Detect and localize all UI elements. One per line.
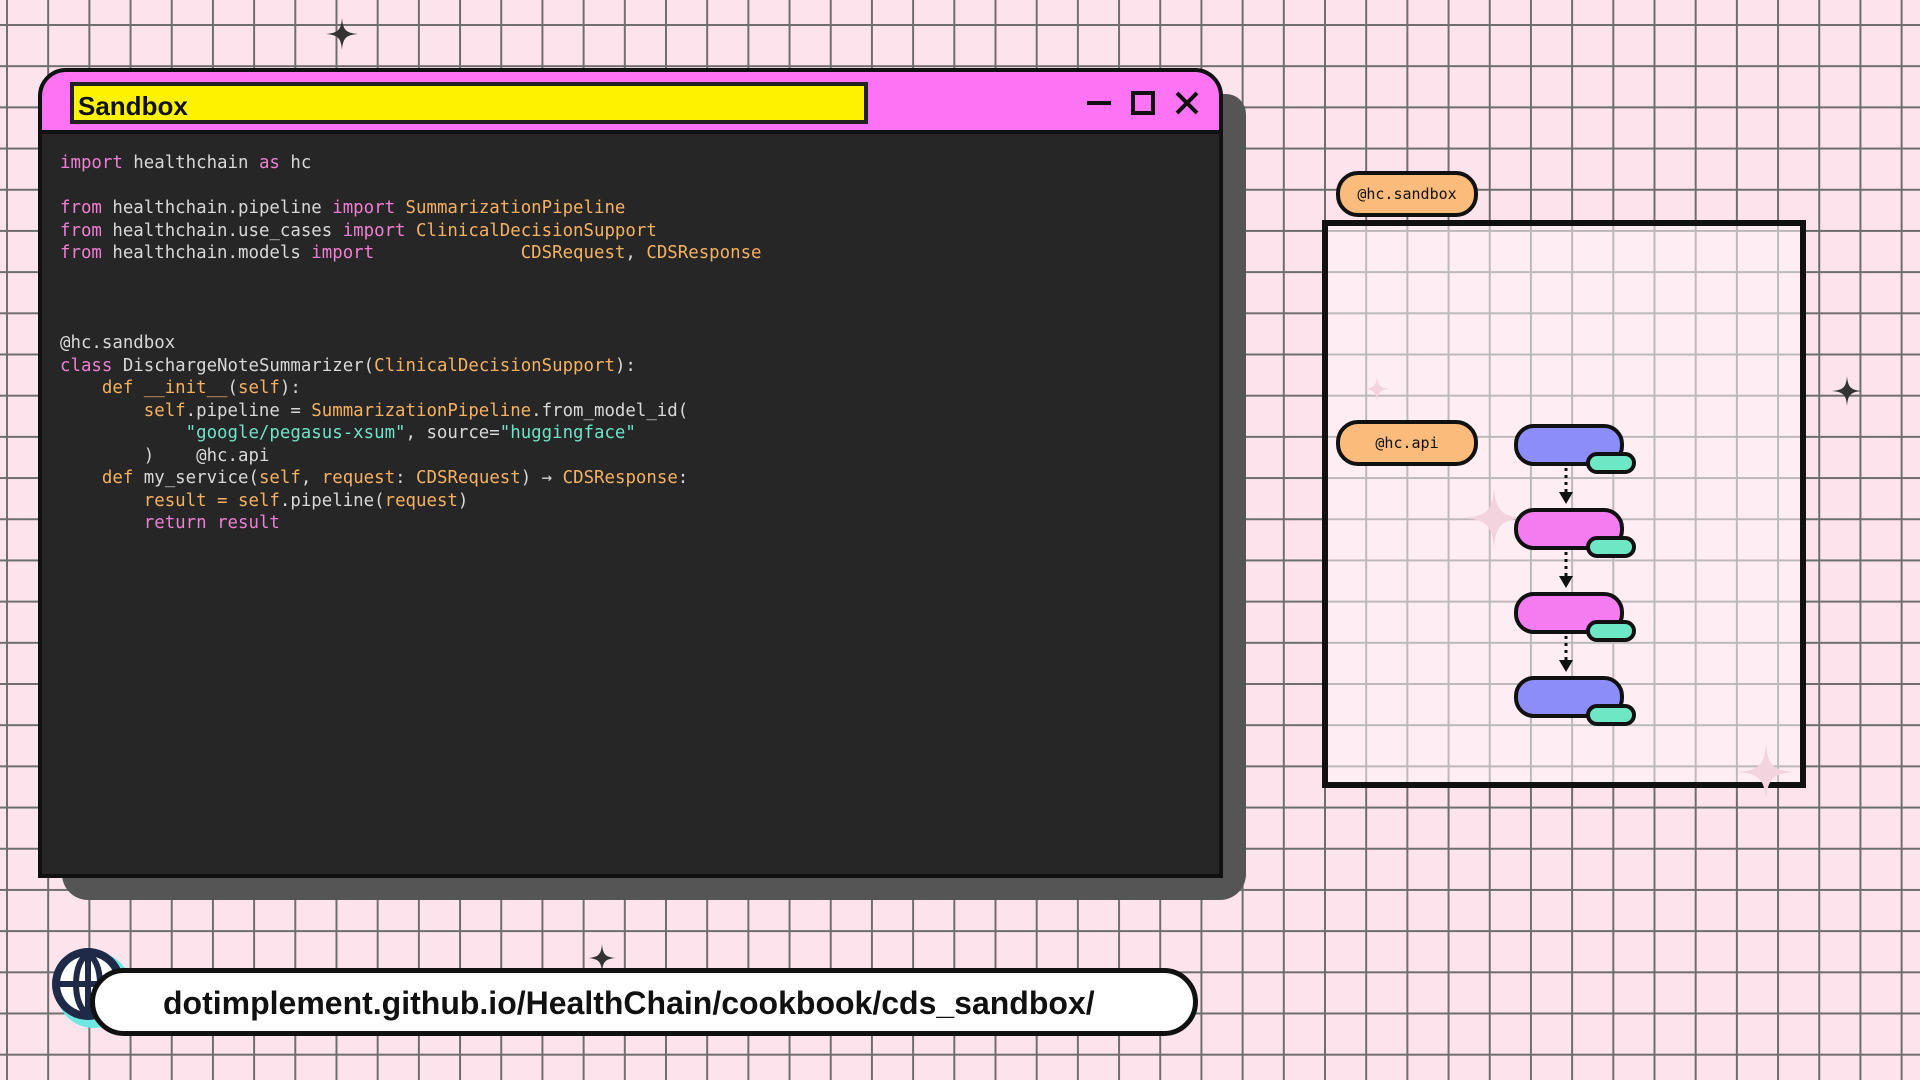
sparkle-icon xyxy=(1832,376,1862,406)
sparkle-icon xyxy=(588,944,616,972)
code-line: self.pipeline = SummarizationPipeline.fr… xyxy=(60,400,689,421)
sparkle-icon xyxy=(1464,488,1524,548)
code-line: "google/pegasus-xsum", source="huggingfa… xyxy=(60,423,636,443)
sandbox-diagram-box xyxy=(1322,220,1806,800)
close-button[interactable] xyxy=(1170,86,1204,120)
code-line: def __init__(self): xyxy=(60,378,301,398)
sparkle-icon xyxy=(326,18,358,50)
window-title-field[interactable]: Sandbox xyxy=(70,82,868,124)
sandbox-decorator-pill: @hc.sandbox xyxy=(1336,171,1478,217)
window-titlebar[interactable]: Sandbox xyxy=(42,72,1219,134)
code-line: return result xyxy=(60,513,280,533)
code-line: from healthchain.use_cases import Clinic… xyxy=(60,220,657,241)
pipeline-node xyxy=(1514,508,1624,550)
code-line: @hc.sandbox xyxy=(60,333,176,353)
code-line: result = self.pipeline(request) xyxy=(60,490,469,511)
arrow-down-icon xyxy=(1559,636,1573,672)
pipeline-node-tab xyxy=(1586,452,1636,474)
arrow-down-icon xyxy=(1559,468,1573,504)
minimize-button[interactable] xyxy=(1082,86,1116,120)
sparkle-icon xyxy=(1738,744,1794,800)
minimize-icon xyxy=(1087,101,1111,105)
pipeline-node-tab xyxy=(1586,536,1636,558)
arrow-down-icon xyxy=(1559,552,1573,588)
maximize-button[interactable] xyxy=(1126,86,1160,120)
pipeline-node-tab xyxy=(1586,704,1636,726)
close-icon xyxy=(1175,91,1199,115)
code-editor[interactable]: import healthchain as hc from healthchai… xyxy=(60,153,762,533)
code-line: from healthchain.models import CDSReques… xyxy=(60,243,762,263)
code-line: class DischargeNoteSummarizer(ClinicalDe… xyxy=(60,355,636,376)
code-line: def my_service(self, request: CDSRequest… xyxy=(60,468,689,488)
url-text[interactable]: dotimplement.github.io/HealthChain/cookb… xyxy=(163,985,1095,1021)
code-line: from healthchain.pipeline import Summari… xyxy=(60,198,626,218)
code-line: ) xyxy=(60,445,155,466)
code-line: import healthchain as hc xyxy=(60,153,312,173)
window-title: Sandbox xyxy=(78,91,188,121)
sparkle-icon xyxy=(1364,376,1390,402)
pipeline-node-tab xyxy=(1586,620,1636,642)
url-bar[interactable]: dotimplement.github.io/HealthChain/cookb… xyxy=(90,968,1198,1036)
maximize-icon xyxy=(1131,91,1155,115)
api-decorator-pill: @hc.api xyxy=(1336,420,1478,466)
sandbox-window: Sandbox import healthchain as hc from he… xyxy=(38,68,1223,878)
